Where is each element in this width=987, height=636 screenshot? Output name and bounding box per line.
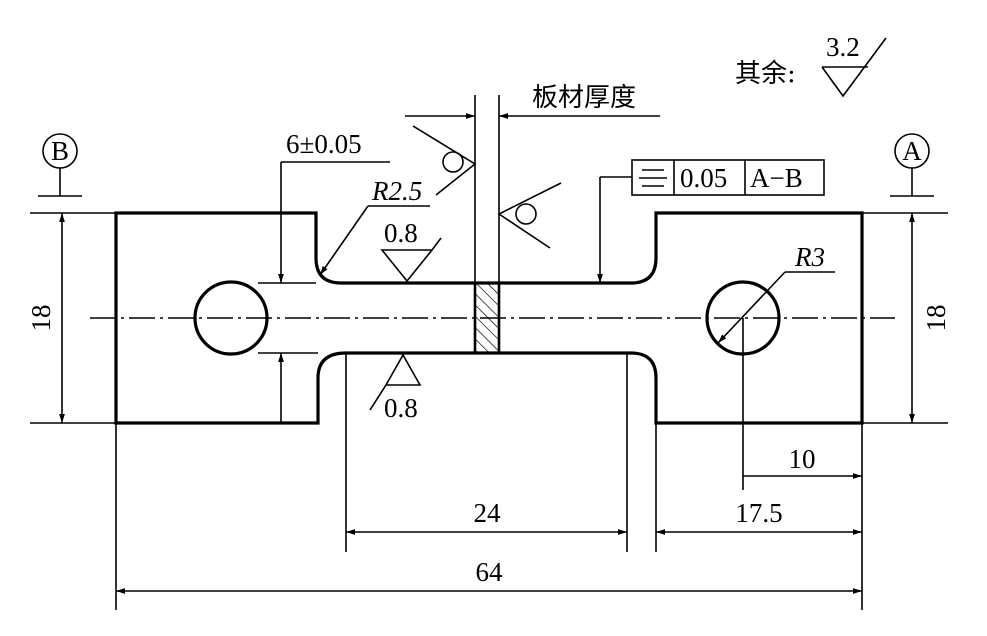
surface-symbol-right — [497, 182, 562, 249]
datum-a-label: A — [902, 136, 922, 166]
dim-18-right-label: 18 — [921, 305, 951, 332]
feature-control-frame: 0.05 A−B — [631, 159, 825, 196]
r25-leader — [319, 205, 369, 276]
tolerance-label: 6±0.05 — [286, 129, 362, 159]
remaining-label: 其余: — [735, 59, 796, 89]
datum-b-label: B — [51, 136, 69, 166]
symmetry-icon — [639, 169, 667, 187]
roughness-top-value: 0.8 — [384, 218, 418, 248]
roughness-symbol-top — [380, 237, 442, 283]
remaining-roughness-value: 3.2 — [826, 32, 860, 62]
fcf-datum: A−B — [750, 163, 803, 193]
section-hatch — [473, 281, 501, 355]
fcf-value: 0.05 — [680, 163, 727, 193]
dim-17-5-label: 17.5 — [735, 498, 782, 528]
thickness-label: 板材厚度 — [532, 83, 636, 113]
dim-10-label: 10 — [789, 444, 816, 474]
roughness-symbol-bottom — [369, 353, 422, 411]
r3-label: R3 — [794, 242, 825, 272]
datum-b: B — [38, 133, 82, 197]
dim-24-label: 24 — [474, 498, 502, 528]
roughness-bottom-value: 0.8 — [384, 393, 418, 423]
surface-symbol-left — [412, 125, 477, 196]
dim-18-left-label: 18 — [26, 305, 56, 332]
dim-64-label: 64 — [476, 557, 504, 587]
r3-leader — [717, 271, 786, 344]
r25-label: R2.5 — [371, 176, 422, 206]
roughness-symbol-remaining — [821, 37, 887, 98]
datum-a: A — [890, 133, 934, 197]
